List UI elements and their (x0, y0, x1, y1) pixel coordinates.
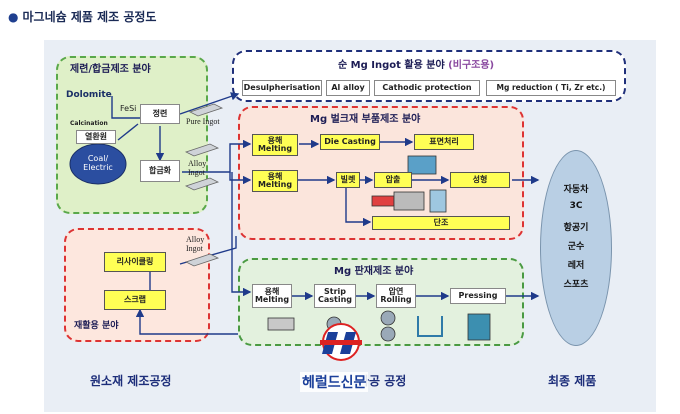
coal-electric-label: Coal/ Electric (83, 154, 113, 172)
ingot-item-mg-reduction: Mg reduction ( Ti, Zr etc.) (486, 80, 616, 96)
ingot-item-cathodic: Cathodic protection (374, 80, 480, 96)
box-forming: 성형 (450, 172, 510, 188)
arrow-dolomite-refine (111, 96, 140, 119)
final-products-ellipse (540, 150, 612, 346)
press-machine-icon (467, 313, 491, 341)
recycle-region-title: 재활용 분야 (74, 321, 119, 331)
calcination-label: Calcination (70, 120, 108, 127)
arrow-plate-scrap (135, 308, 238, 335)
melting-furnace-icon (267, 317, 295, 331)
alloy-ingot-icon-3 (184, 253, 220, 267)
dolomite-label: Dolomite (66, 90, 112, 100)
ingot-item-al-alloy: Al alloy (326, 80, 370, 96)
watermark-text: 헤럴드신문 (300, 372, 369, 392)
coal-electric-ellipse (69, 143, 127, 185)
box-die-casting: Die Casting (320, 134, 380, 150)
bulk-region-title: Mg 벌크재 부품제조 분야 (310, 114, 421, 125)
box-strip-casting: Strip Casting (314, 284, 356, 308)
final-item-sports: 스포츠 (563, 280, 589, 290)
box-pressing: Pressing (450, 288, 506, 304)
bottom-label-raw: 원소재 제조공정 (90, 374, 172, 388)
arrow-alloy-bulk1 (182, 139, 252, 173)
extrusion-die-icon (393, 191, 425, 211)
box-scrap: 스크랩 (104, 290, 166, 310)
arrow-calc-refine (117, 123, 139, 141)
raw-region-title: 제련/합금제조 분야 (70, 64, 151, 75)
rolling-mill-bottom-icon (380, 326, 396, 342)
box-melting-2: 용해 Melting (252, 170, 298, 192)
fesi-label: FeSi (120, 104, 137, 113)
box-refining: 정련 (140, 104, 180, 124)
rolling-mill-top-icon (380, 310, 396, 326)
box-calcined: 열환원 (76, 130, 116, 144)
alloy-ingot-label-2: Alloy Ingot (186, 235, 205, 253)
final-item-military: 군수 (567, 242, 585, 252)
box-extrusion: 압출 (374, 172, 412, 188)
pure-ingot-icon (188, 103, 224, 117)
ingot-item-desulph: Desulpherisation (242, 80, 322, 96)
final-item-aircraft: 항공기 (563, 223, 589, 233)
arrow-alloy-bulk2 (229, 172, 252, 185)
box-surface-treatment: 표면처리 (414, 134, 474, 150)
bottom-label-process: 가공 공정 (358, 374, 407, 388)
box-alloying: 합금화 (140, 160, 180, 182)
bullet-icon: ● (8, 10, 19, 24)
bottom-label-final: 최종 제품 (548, 374, 597, 388)
final-item-auto: 자동차 (563, 185, 589, 195)
final-item-leisure: 레저 (567, 261, 585, 271)
ingot-region-title: 순 Mg Ingot 활용 분야 (비구조용) (338, 60, 495, 71)
alloy-ingot-label-1: Alloy Ingot (188, 159, 207, 177)
pure-ingot-label: Pure Ingot (186, 117, 220, 126)
box-billet: 빌렛 (336, 172, 360, 188)
arrow-pure-ingot (179, 92, 240, 115)
watermark-logo-icon (320, 323, 362, 361)
recycle-region (64, 228, 210, 342)
box-recycling: 리사이클링 (104, 252, 166, 272)
alloy-ingot-icon-1 (184, 143, 220, 157)
arrow-alloy-plate (231, 172, 252, 297)
page-title: ●마그네슘 제품 제조 공정도 (8, 10, 157, 24)
plate-region-title: Mg 판재제조 분야 (334, 266, 414, 277)
forge-press-icon (429, 189, 447, 213)
box-rolling: 압연 Rolling (376, 284, 416, 308)
extrusion-billet-icon (371, 195, 395, 207)
box-plate-melting: 용해 Melting (252, 284, 292, 308)
die-mold-icon (407, 155, 437, 175)
box-melting-1: 용해 Melting (252, 134, 298, 156)
box-forging: 단조 (372, 216, 510, 230)
arrow-billet-forge (345, 186, 372, 227)
press-part-icon (417, 316, 443, 337)
final-item-3c: 3C (569, 201, 583, 211)
alloy-ingot-icon-2 (184, 177, 220, 191)
